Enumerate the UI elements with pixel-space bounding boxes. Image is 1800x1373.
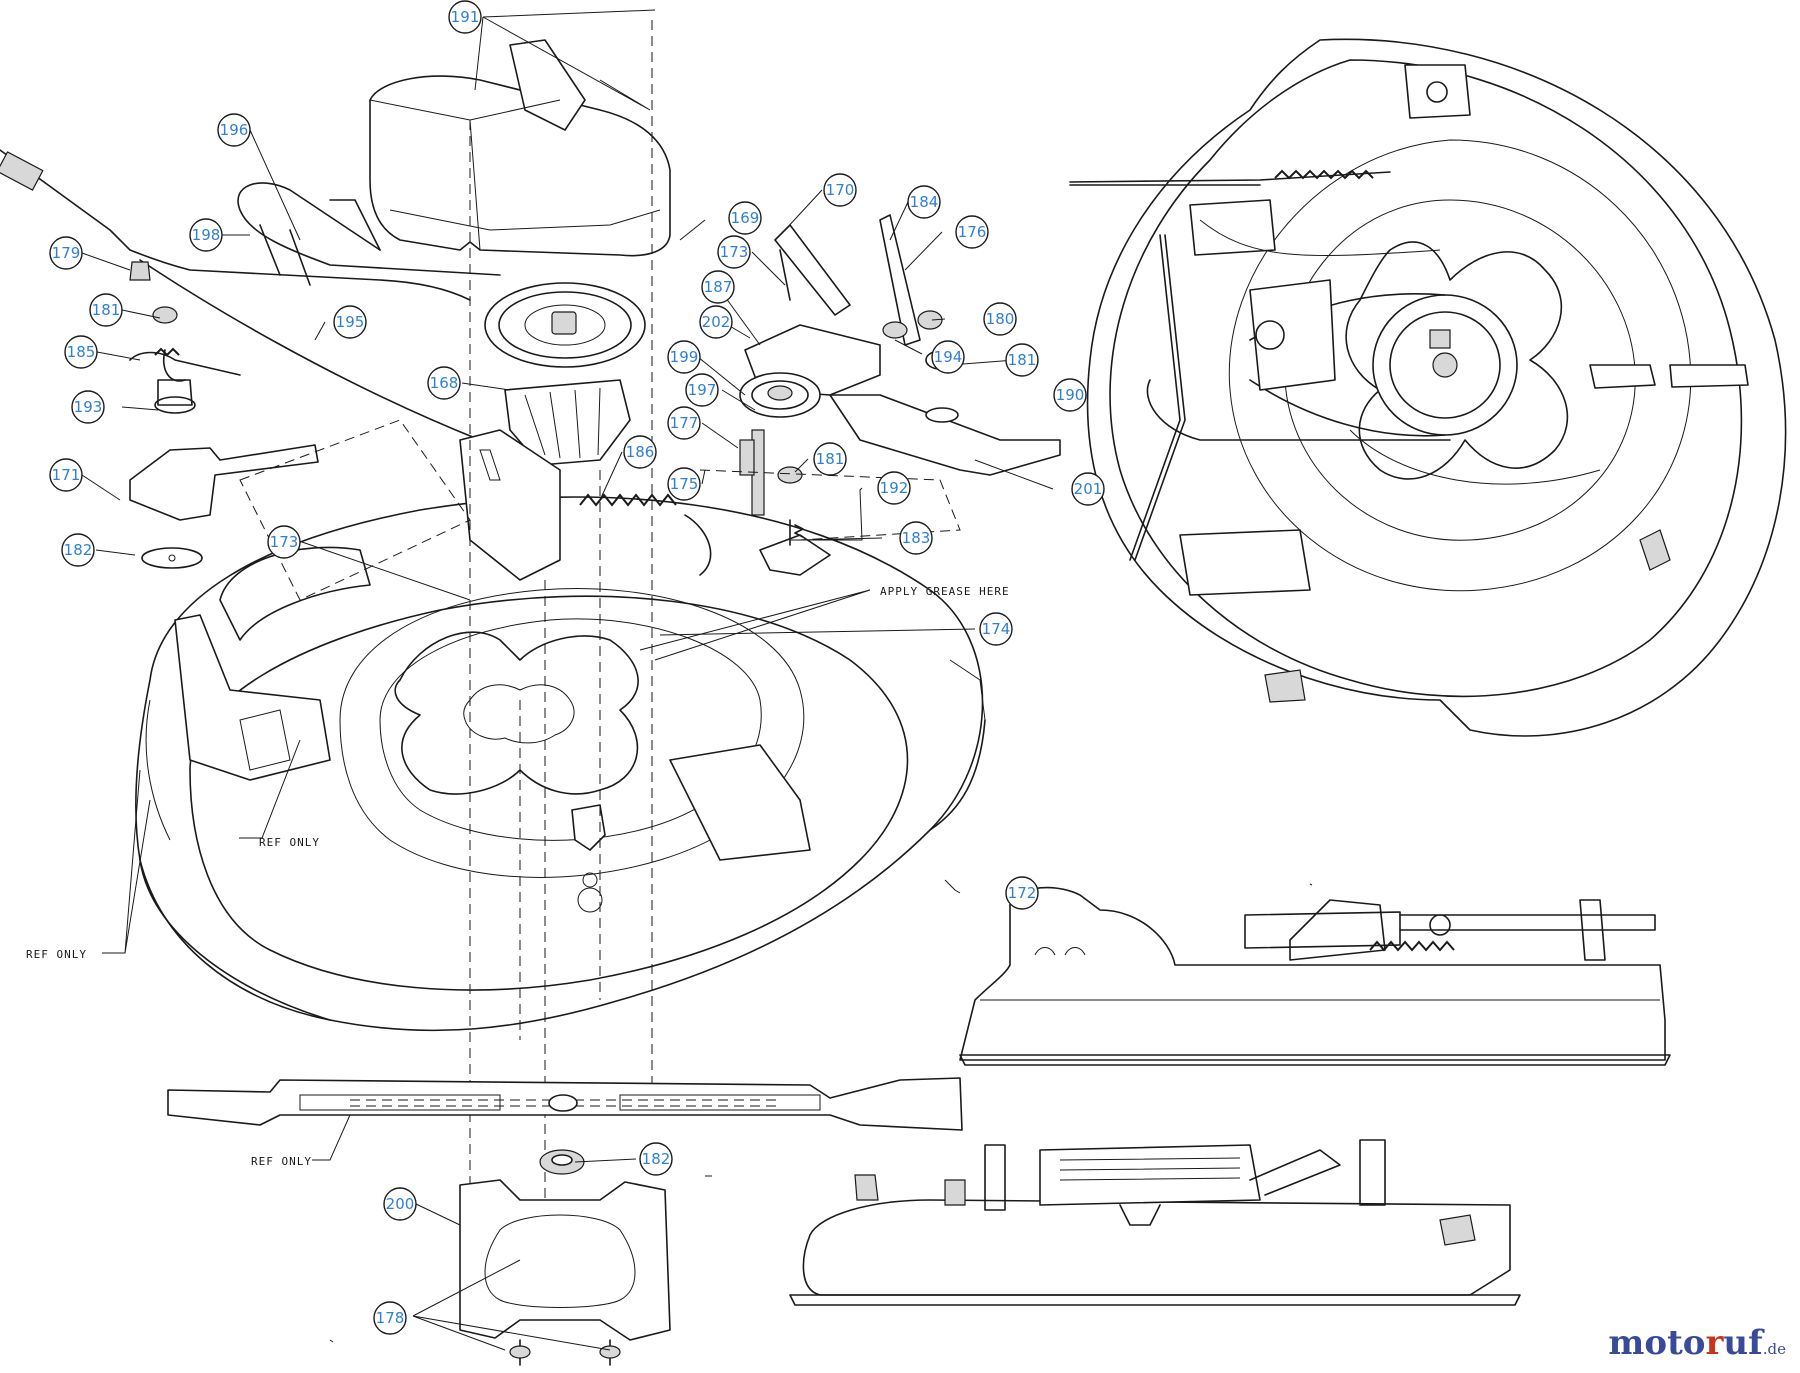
callout-195: 195 [333, 305, 367, 339]
svg-text:183: 183 [902, 529, 931, 547]
callout-172: 172 [1005, 876, 1039, 910]
callout-182a: 182 [61, 533, 95, 567]
callout-leaders [81, 9, 1054, 1351]
note-ref-only-blade: REF ONLY [251, 1155, 312, 1168]
svg-text:186: 186 [626, 443, 655, 461]
callout-194: 194 [931, 340, 965, 374]
svg-text:179: 179 [52, 244, 81, 262]
svg-text:168: 168 [430, 374, 459, 392]
deck-side-view-2 [789, 1139, 1521, 1306]
svg-text:195: 195 [336, 313, 365, 331]
svg-text:169: 169 [731, 209, 760, 227]
svg-text:198: 198 [192, 226, 221, 244]
callout-193: 193 [71, 390, 105, 424]
svg-text:185: 185 [67, 343, 96, 361]
svg-text:196: 196 [220, 121, 249, 139]
callout-200: 200 [383, 1187, 417, 1221]
svg-text:182: 182 [642, 1150, 671, 1168]
exploded-axis-lines [239, 20, 961, 1300]
idler-arm-assembly [739, 214, 1061, 576]
callout-191: 191 [448, 0, 482, 34]
callout-184: 184 [907, 185, 941, 219]
callout-181c: 181 [813, 442, 847, 476]
svg-text:182: 182 [64, 541, 93, 559]
belt-cover [369, 39, 671, 257]
note-ref-only-left: REF ONLY [26, 948, 87, 961]
note-apply-grease: APPLY GREASE HERE [880, 585, 1010, 598]
svg-text:181: 181 [816, 450, 845, 468]
left-small-parts [129, 261, 319, 569]
callout-173b: 173 [717, 235, 751, 269]
svg-text:201: 201 [1074, 480, 1103, 498]
svg-text:172: 172 [1008, 884, 1037, 902]
callout-190: 190 [1053, 378, 1087, 412]
cutting-blade [167, 1077, 963, 1131]
callout-170: 170 [823, 173, 857, 207]
svg-text:194: 194 [934, 348, 963, 366]
svg-text:178: 178 [376, 1309, 405, 1327]
svg-text:193: 193 [74, 398, 103, 416]
callout-173a: 173 [267, 525, 301, 559]
svg-text:176: 176 [958, 223, 987, 241]
callout-bubbles: 191 196 198 169 179 181 185 195 193 168 … [49, 0, 1105, 1335]
motoruf-watermark: motoruf.de [1608, 1323, 1786, 1363]
callout-169: 169 [728, 201, 762, 235]
mower-deck-main [135, 496, 986, 1032]
svg-text:202: 202 [702, 313, 731, 331]
svg-text:174: 174 [982, 620, 1011, 638]
svg-text:197: 197 [688, 381, 717, 399]
blade-adapter [459, 1149, 671, 1366]
callout-179: 179 [49, 236, 83, 270]
callout-198: 198 [189, 218, 223, 252]
svg-text:170: 170 [826, 181, 855, 199]
callout-185: 185 [64, 335, 98, 369]
svg-text:175: 175 [670, 475, 699, 493]
callout-174: 174 [979, 612, 1013, 646]
callout-171: 171 [49, 458, 83, 492]
svg-text:190: 190 [1056, 386, 1085, 404]
callout-181b: 181 [1005, 343, 1039, 377]
diagram-notes: APPLY GREASE HERE REF ONLY REF ONLY REF … [26, 585, 1010, 1168]
note-ref-only-deck: REF ONLY [259, 836, 320, 849]
drive-pulley [484, 282, 646, 466]
callout-180: 180 [983, 302, 1017, 336]
svg-text:200: 200 [386, 1195, 415, 1213]
svg-text:191: 191 [451, 8, 480, 26]
svg-text:171: 171 [52, 466, 81, 484]
svg-text:187: 187 [704, 278, 733, 296]
callout-178: 178 [373, 1301, 407, 1335]
svg-text:199: 199 [670, 348, 699, 366]
svg-text:181: 181 [92, 301, 121, 319]
callout-199: 199 [667, 340, 701, 374]
callout-196: 196 [217, 113, 251, 147]
lift-handle-assembly [0, 149, 501, 441]
deck-side-view-1 [959, 886, 1671, 1066]
callout-201: 201 [1071, 472, 1105, 506]
callout-177: 177 [667, 406, 701, 440]
callout-181a: 181 [89, 293, 123, 327]
callout-183: 183 [899, 521, 933, 555]
svg-text:180: 180 [986, 310, 1015, 328]
svg-text:184: 184 [910, 193, 939, 211]
callout-175: 175 [667, 467, 701, 501]
svg-text:192: 192 [880, 479, 909, 497]
callout-182b: 182 [639, 1142, 673, 1176]
callout-192: 192 [877, 471, 911, 505]
svg-text:173: 173 [720, 243, 749, 261]
callout-197: 197 [685, 373, 719, 407]
deck-top-view [1069, 38, 1787, 737]
svg-text:177: 177 [670, 414, 699, 432]
callout-187: 187 [701, 270, 735, 304]
svg-text:173: 173 [270, 533, 299, 551]
callout-176: 176 [955, 215, 989, 249]
callout-186: 186 [623, 435, 657, 469]
svg-text:181: 181 [1008, 351, 1037, 369]
callout-168: 168 [427, 366, 461, 400]
callout-202: 202 [699, 305, 733, 339]
